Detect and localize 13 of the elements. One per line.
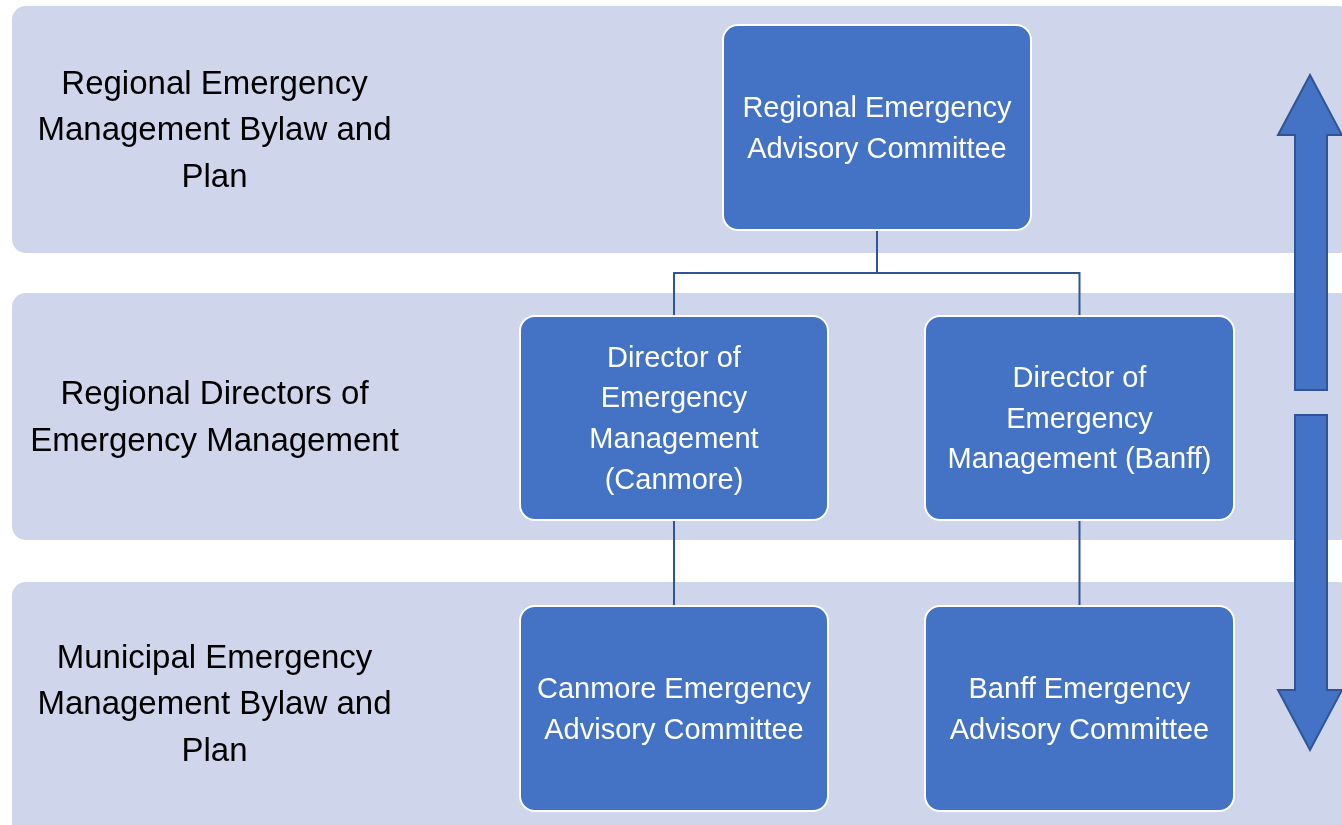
level-label: Regional Directors of Emergency Management bbox=[29, 373, 400, 460]
level-band bbox=[12, 6, 1342, 253]
org-box: Banff Emergency Advisory Committee bbox=[924, 605, 1235, 812]
org-box: Director of Emergency Management (Canmore) bbox=[519, 315, 829, 521]
level-label: Regional Emergency Management Bylaw and Plan bbox=[36, 63, 393, 196]
connector-line bbox=[1078, 520, 1081, 606]
org-box: Canmore Emergency Advisory Committee bbox=[519, 605, 829, 812]
org-box: Director of Emergency Management (Banff) bbox=[924, 315, 1235, 521]
level-band bbox=[12, 293, 1342, 540]
level-band bbox=[12, 582, 1342, 825]
level-label: Municipal Emergency Management Bylaw and Plan bbox=[36, 637, 393, 770]
connector-line bbox=[673, 520, 675, 606]
org-box: Regional Emergency Advisory Committee bbox=[722, 24, 1032, 231]
